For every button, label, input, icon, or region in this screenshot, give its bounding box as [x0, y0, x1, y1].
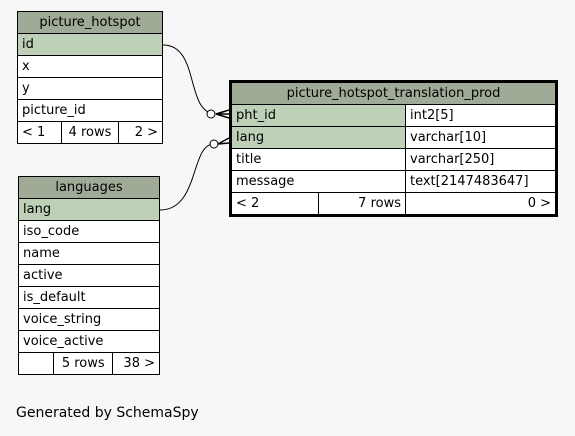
- row-count: 7 rows: [318, 192, 406, 216]
- column[interactable]: voice_string: [18, 308, 160, 331]
- key-column[interactable]: pht_id: [230, 104, 406, 127]
- column-type: int2[5]: [405, 104, 557, 127]
- parents-link[interactable]: < 2: [230, 192, 319, 216]
- children-link[interactable]: 2 >: [118, 121, 163, 144]
- column[interactable]: active: [18, 264, 160, 287]
- row-count: 5 rows: [53, 352, 114, 375]
- relationship-hotspot-optional-marker: [206, 109, 216, 119]
- column-type: varchar[250]: [405, 148, 557, 171]
- table-languages[interactable]: languages lang iso_code name active is_d…: [17, 176, 160, 375]
- table-picture-hotspot-translation-prod[interactable]: picture_hotspot_translation_prod pht_id …: [229, 80, 558, 217]
- column[interactable]: picture_id: [17, 99, 163, 122]
- column[interactable]: iso_code: [18, 220, 160, 243]
- table-title[interactable]: picture_hotspot: [17, 11, 163, 34]
- column[interactable]: message: [230, 170, 406, 193]
- column[interactable]: voice_active: [18, 330, 160, 353]
- column[interactable]: is_default: [18, 286, 160, 309]
- children-link[interactable]: 0 >: [405, 192, 557, 216]
- table-title[interactable]: picture_hotspot_translation_prod: [230, 81, 557, 105]
- row-count: 4 rows: [60, 121, 120, 144]
- column[interactable]: y: [17, 77, 163, 100]
- relationship-languages-crowfoot: [217, 137, 230, 145]
- column-type: varchar[10]: [405, 126, 557, 149]
- column[interactable]: title: [230, 148, 406, 171]
- column-type: text[2147483647]: [405, 170, 557, 193]
- parents-link[interactable]: < 1: [17, 121, 62, 144]
- relationship-languages-to-translation: [159, 143, 216, 211]
- relationship-hotspot-to-translation: [162, 44, 216, 115]
- children-link[interactable]: 38 >: [112, 352, 160, 375]
- relationship-languages-optional-marker: [209, 139, 219, 149]
- table-picture-hotspot[interactable]: picture_hotspot id x y picture_id < 1 4 …: [17, 11, 163, 144]
- key-column[interactable]: id: [17, 33, 163, 56]
- table-title[interactable]: languages: [18, 176, 160, 199]
- column[interactable]: name: [18, 242, 160, 265]
- key-column[interactable]: lang: [230, 126, 406, 149]
- generated-by-caption: Generated by SchemaSpy: [16, 405, 199, 421]
- relationship-hotspot-crowfoot: [215, 109, 230, 119]
- parents-link: [17, 352, 55, 375]
- column[interactable]: x: [17, 55, 163, 78]
- key-column[interactable]: lang: [18, 198, 160, 221]
